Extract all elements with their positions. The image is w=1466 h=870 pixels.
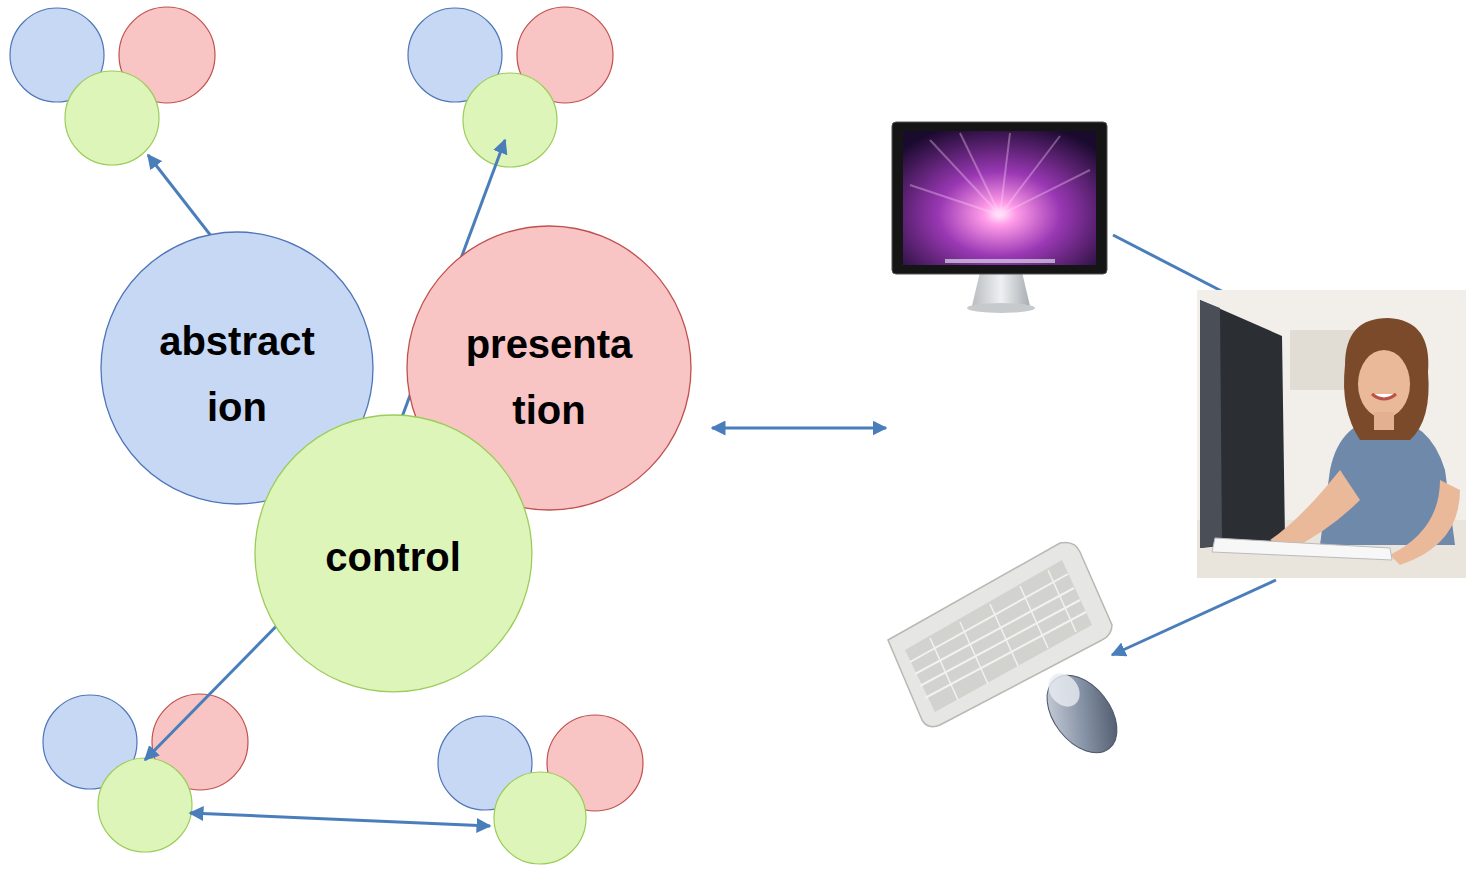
control-circle: [65, 71, 159, 165]
pac-cluster: [43, 694, 248, 852]
flow-arrow: [1112, 580, 1276, 655]
smile: [1372, 394, 1396, 399]
monitor-screen: [903, 131, 1096, 265]
node-label: control: [322, 535, 464, 579]
control-circle: [463, 73, 557, 167]
text-block-row: control: [273, 524, 513, 590]
mouse-button: [1042, 667, 1086, 713]
arm: [1390, 480, 1460, 565]
monitor-stand: [972, 272, 1030, 306]
neck: [1374, 412, 1394, 430]
keyboard-body: [888, 542, 1112, 726]
mouse-picture: [1033, 662, 1131, 766]
text-holder: presenta tion: [454, 311, 644, 443]
text-block-row: abstract ion: [142, 308, 332, 440]
arm: [1270, 470, 1360, 550]
photo-ground: [1197, 290, 1466, 578]
io-arrow: [712, 427, 886, 430]
control-circle: [98, 758, 192, 852]
node-label: abstract ion: [156, 319, 318, 429]
keyboard-picture: [888, 542, 1112, 726]
pac-cluster: [438, 715, 643, 864]
control-circle: control: [253, 413, 534, 694]
hair: [1344, 318, 1429, 440]
screen-rays: [910, 133, 1090, 215]
control-circle: [494, 772, 586, 864]
circle-shape: [255, 415, 532, 692]
photo-monitor-side: [1200, 300, 1222, 548]
text-holder: abstract ion: [142, 308, 332, 440]
node-label: presenta tion: [463, 322, 636, 432]
agent-arrow: [190, 813, 490, 826]
user-photo: [1197, 290, 1466, 578]
monitor-base: [967, 303, 1035, 313]
face: [1358, 350, 1410, 418]
text-block-row: presenta tion: [454, 311, 644, 443]
key-area: [905, 560, 1092, 712]
photo-monitor: [1200, 300, 1285, 548]
mouse-body: [1033, 662, 1131, 766]
monitor-picture: [892, 122, 1107, 313]
photo-keyboard: [1212, 538, 1392, 560]
dock: [945, 259, 1055, 263]
pac-cluster: [10, 7, 215, 165]
monitor-bezel: [892, 122, 1107, 274]
pac-cluster: [408, 7, 613, 167]
text-holder: control: [273, 524, 513, 590]
